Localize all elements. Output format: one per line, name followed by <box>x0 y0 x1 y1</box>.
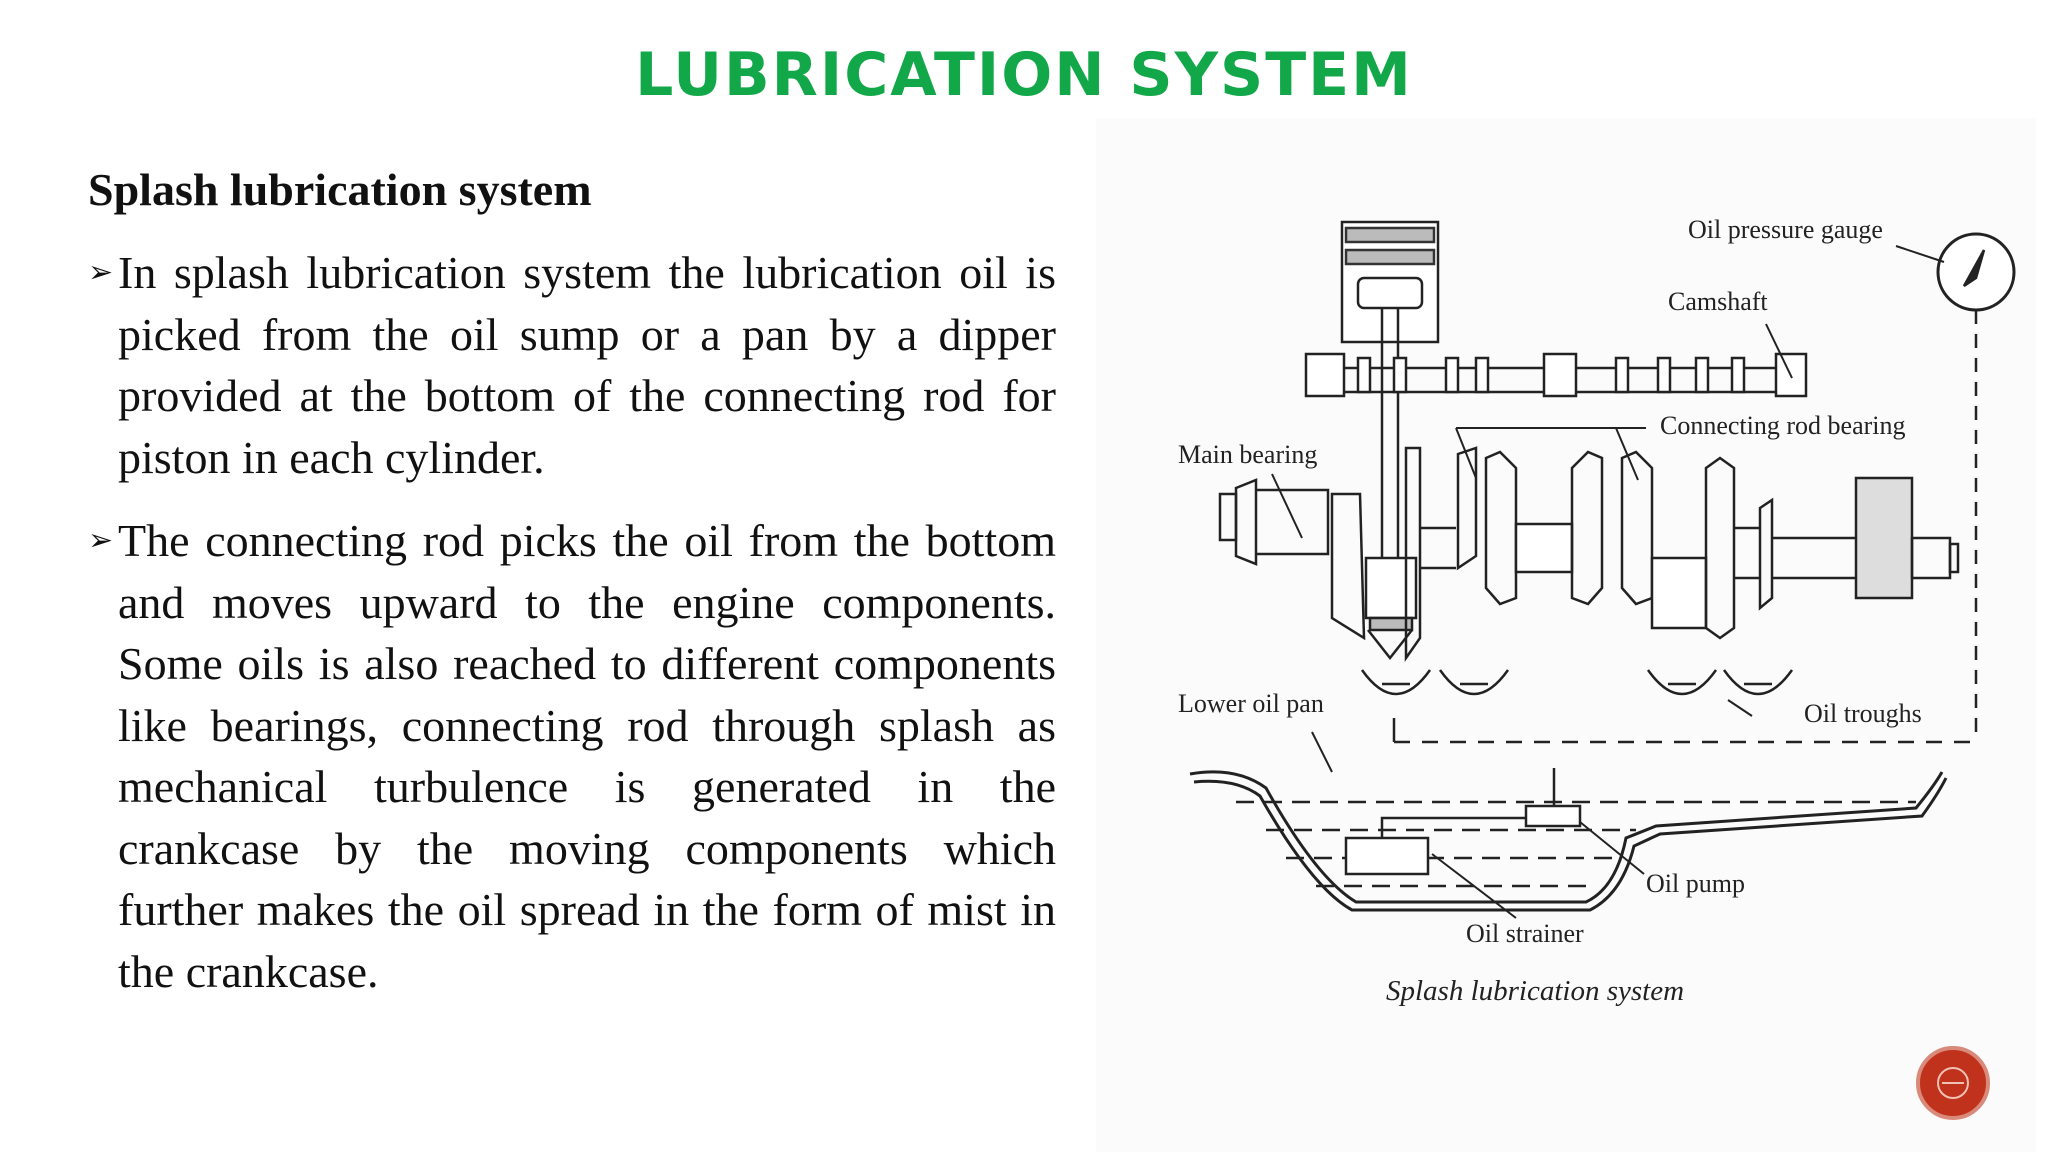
diagram-panel: Oil pressure gauge Camshaft Connecting r… <box>1096 118 2036 1152</box>
oil-pressure-gauge <box>1936 232 2016 312</box>
lower-oil-pan <box>1189 770 1948 912</box>
slide-title: LUBRICATION SYSTEM <box>635 40 1413 110</box>
label-connecting-rod-bearing: Connecting rod bearing <box>1660 411 1906 440</box>
figure-caption: Splash lubrication system <box>1386 975 1684 1007</box>
label-oil-pump: Oil pump <box>1646 869 1745 898</box>
arrow-bullet-icon: ➢ <box>88 256 114 289</box>
section-heading: Splash lubrication system <box>88 164 592 215</box>
oil-strainer <box>1344 836 1430 876</box>
arrow-bullet-icon: ➢ <box>88 524 114 557</box>
leader-lines <box>1271 245 1945 919</box>
label-camshaft: Camshaft <box>1668 287 1768 316</box>
label-main-bearing: Main bearing <box>1178 440 1317 469</box>
piston <box>1340 220 1440 344</box>
nav-button-icon <box>1937 1067 1969 1099</box>
slide-nav-button[interactable] <box>1916 1046 1990 1120</box>
label-oil-pressure-gauge: Oil pressure gauge <box>1688 215 1883 244</box>
label-oil-troughs: Oil troughs <box>1804 699 1922 728</box>
text-column: Splash lubrication system ➢ In splash lu… <box>88 160 1056 1024</box>
bullet-text: In splash lubrication system the lubrica… <box>118 247 1056 483</box>
label-oil-strainer: Oil strainer <box>1466 919 1584 948</box>
bullet-text: The connecting rod picks the oil from th… <box>118 515 1056 997</box>
bullet-item: ➢ The connecting rod picks the oil from … <box>88 510 1056 1002</box>
connecting-rod <box>1364 308 1418 661</box>
oil-troughs <box>1360 669 1976 744</box>
bullet-item: ➢ In splash lubrication system the lubri… <box>88 242 1056 488</box>
crankshaft <box>1218 446 1960 662</box>
oil-pump <box>1380 768 1582 838</box>
label-lower-oil-pan: Lower oil pan <box>1178 689 1324 718</box>
splash-lubrication-diagram: Oil pressure gauge Camshaft Connecting r… <box>1178 215 2016 1007</box>
